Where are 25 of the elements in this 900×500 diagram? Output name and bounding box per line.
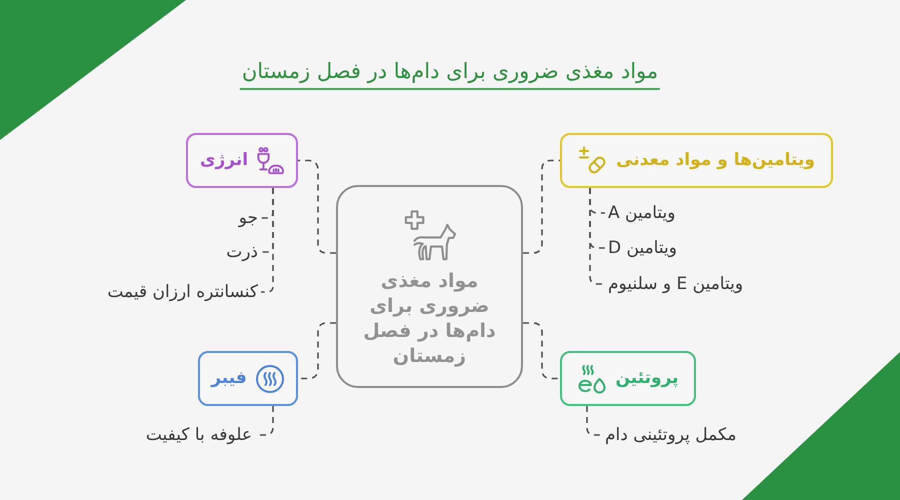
connector-line	[523, 160, 560, 254]
category-box	[186, 133, 298, 188]
category-title: انرژی	[200, 150, 248, 171]
connector-line	[523, 322, 560, 380]
connector-line	[298, 322, 336, 380]
connector-line	[586, 406, 602, 436]
list-item-text: کنسانتره ارزان قیمت	[107, 280, 258, 304]
central-topic-text: مواد مغذی ضروری برای دام‌ها در فصل زمستان	[362, 269, 497, 370]
category-box	[560, 351, 696, 406]
list-item-text: ویتامین D	[608, 236, 677, 260]
category-title: فیبر	[211, 368, 247, 389]
list-item-text: ذرت	[226, 240, 258, 264]
list-item-text: ویتامین A	[608, 202, 676, 224]
list-item-text: جو	[238, 206, 258, 230]
category-box	[560, 133, 833, 188]
list-item-text: ویتامین E و سلنیوم	[608, 272, 744, 296]
list-item-text: علوفه با کیفیت	[146, 424, 252, 446]
connector-line	[589, 188, 605, 285]
category-box	[198, 351, 298, 406]
diagram-title: مواد مغذی ضروری برای دام‌ها در فصل زمستان	[240, 58, 660, 90]
category-title: ویتامین‌ها و مواد معدنی	[616, 150, 815, 171]
central-topic-box	[336, 185, 523, 388]
connector-line	[298, 160, 336, 254]
list-item-text: مکمل پروتئینی دام	[605, 424, 736, 446]
category-title: پروتئین	[615, 368, 679, 389]
